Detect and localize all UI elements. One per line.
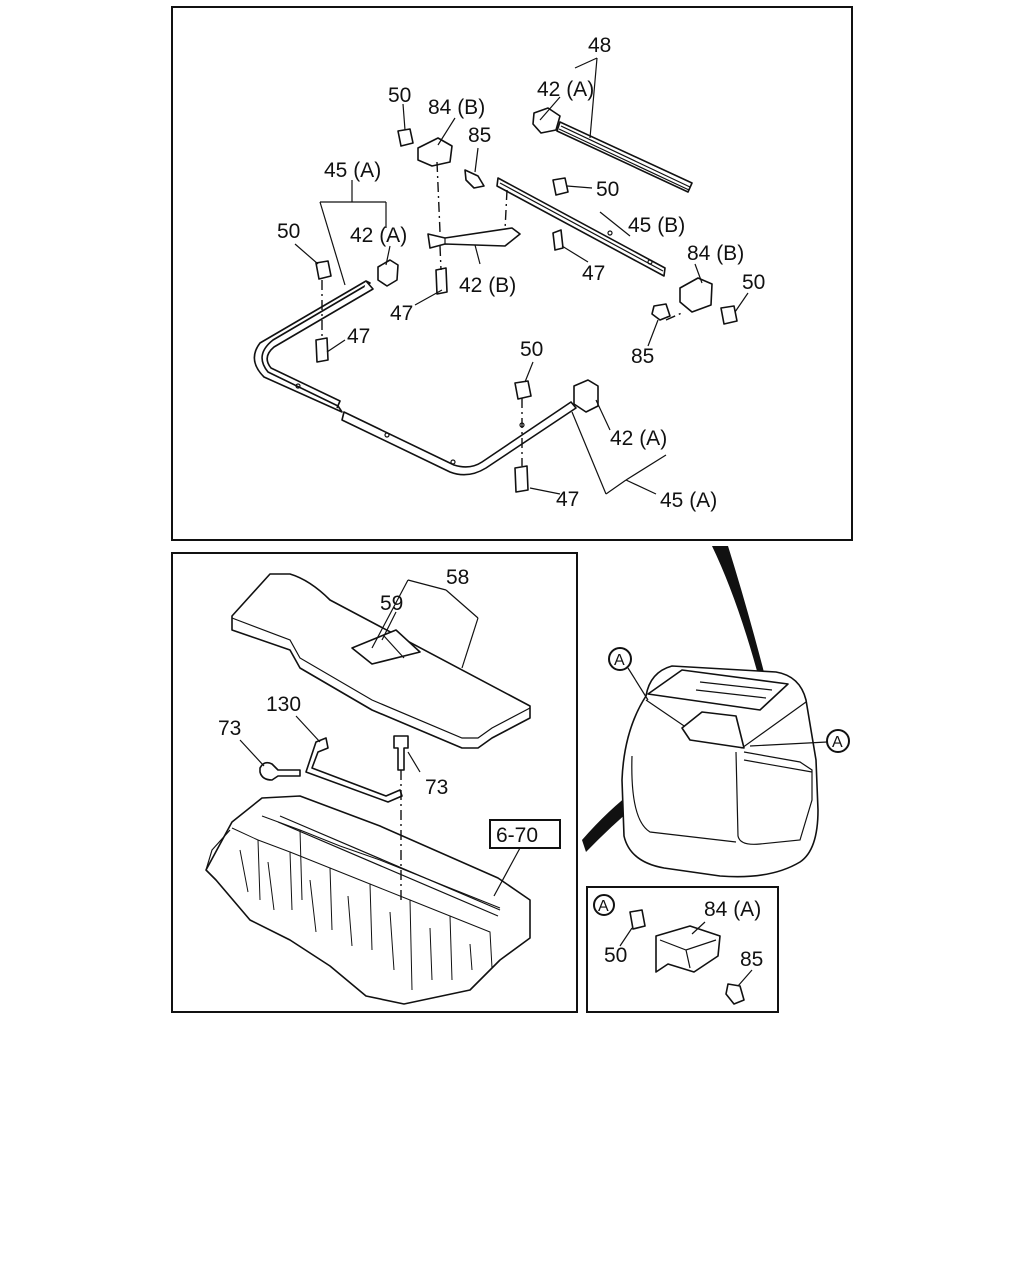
ref-box-6-70-label: 6-70 bbox=[496, 824, 538, 847]
callout-47-center: 47 bbox=[582, 262, 605, 285]
rear-window-highlight bbox=[681, 711, 745, 749]
callout-130: 130 bbox=[266, 693, 301, 716]
label-59 bbox=[351, 629, 421, 665]
callout-85-top: 85 bbox=[468, 124, 491, 147]
detail-callout-85: 85 bbox=[740, 948, 763, 971]
rail-45a-right bbox=[341, 401, 577, 476]
callout-45a-bottom: 45 (A) bbox=[660, 489, 717, 512]
screw-85-top bbox=[464, 169, 485, 189]
clip-50-left bbox=[315, 260, 332, 280]
detail-callout-84a: 84 (A) bbox=[704, 898, 761, 921]
clip-47-left bbox=[315, 337, 329, 363]
callout-50-bottom: 50 bbox=[520, 338, 543, 361]
detail-a-panel-frame bbox=[586, 886, 779, 1013]
bolt-73-left bbox=[259, 761, 301, 781]
detail-a-marker bbox=[593, 894, 615, 916]
marker-a-left-label: A bbox=[614, 652, 625, 669]
clip-50-bottom bbox=[514, 380, 532, 400]
callout-47-bottom: 47 bbox=[556, 488, 579, 511]
upper-panel: 48 42 (A) 50 84 (B) 85 45 (A) 50 45 (B) … bbox=[253, 34, 765, 512]
callout-50-right: 50 bbox=[742, 271, 765, 294]
bracket-130 bbox=[305, 737, 403, 803]
callout-47-left: 47 bbox=[347, 325, 370, 348]
end-cap-42a-left bbox=[377, 259, 399, 287]
clip-50-right bbox=[720, 305, 738, 325]
lower-left-panel-frame bbox=[171, 552, 578, 1013]
rail-hole bbox=[295, 383, 301, 389]
marker-a-right-label: A bbox=[832, 734, 843, 751]
marker-a-left bbox=[608, 647, 632, 671]
detail-a-panel: A 84 (A) 50 85 bbox=[593, 894, 763, 1005]
callout-45a-left: 45 (A) bbox=[324, 159, 381, 182]
callout-45b: 45 (B) bbox=[628, 214, 685, 237]
vehicle-rear-view: A A bbox=[582, 546, 850, 878]
callout-50-mid: 50 bbox=[596, 178, 619, 201]
callout-58: 58 bbox=[446, 566, 469, 589]
callout-73-left: 73 bbox=[218, 717, 241, 740]
clip-50-mid bbox=[552, 177, 569, 196]
callout-85-right: 85 bbox=[631, 345, 654, 368]
detail-screw-85 bbox=[725, 983, 745, 1005]
end-cap-42a-bottom bbox=[573, 379, 599, 413]
marker-a-right bbox=[826, 729, 850, 753]
callout-48: 48 bbox=[588, 34, 611, 57]
callout-50-left: 50 bbox=[277, 220, 300, 243]
bolt-73-right bbox=[393, 735, 409, 771]
callout-59: 59 bbox=[380, 592, 403, 615]
rear-body-floor bbox=[205, 795, 531, 1005]
upper-panel-frame bbox=[171, 6, 853, 541]
rail-45a-left bbox=[253, 280, 371, 413]
callout-42a-bottom: 42 (A) bbox=[610, 427, 667, 450]
callout-73-right: 73 bbox=[425, 776, 448, 799]
detail-callout-50: 50 bbox=[604, 944, 627, 967]
callout-42b: 42 (B) bbox=[459, 274, 516, 297]
bracket-84b-top bbox=[417, 137, 453, 167]
bracket-42b bbox=[427, 227, 521, 249]
callout-42a-top: 42 (A) bbox=[537, 78, 594, 101]
rail-hole bbox=[384, 432, 390, 438]
clip-47-center bbox=[552, 229, 564, 251]
callout-47-left-top: 47 bbox=[390, 302, 413, 325]
screw-85-right bbox=[651, 303, 671, 321]
callout-50-top: 50 bbox=[388, 84, 411, 107]
clip-50-top bbox=[397, 128, 414, 147]
callout-84b-right: 84 (B) bbox=[687, 242, 744, 265]
pointer-wedge-top bbox=[712, 546, 766, 682]
end-cap-42a-top bbox=[532, 107, 561, 134]
lower-left-panel: 58 59 130 73 73 6-70 bbox=[205, 566, 561, 1005]
rail-hole bbox=[450, 459, 456, 465]
vehicle-body bbox=[621, 665, 819, 878]
callout-84b-top: 84 (B) bbox=[428, 96, 485, 119]
detail-clip-50 bbox=[629, 909, 646, 930]
roof-rack bbox=[647, 669, 789, 711]
clip-47-bottom bbox=[514, 465, 529, 493]
callout-42a-left: 42 (A) bbox=[350, 224, 407, 247]
detail-a-marker-label: A bbox=[598, 898, 609, 915]
bracket-84b-right bbox=[679, 277, 713, 313]
ref-box-6-70 bbox=[489, 819, 561, 849]
clip-47-upper-left bbox=[435, 267, 448, 295]
